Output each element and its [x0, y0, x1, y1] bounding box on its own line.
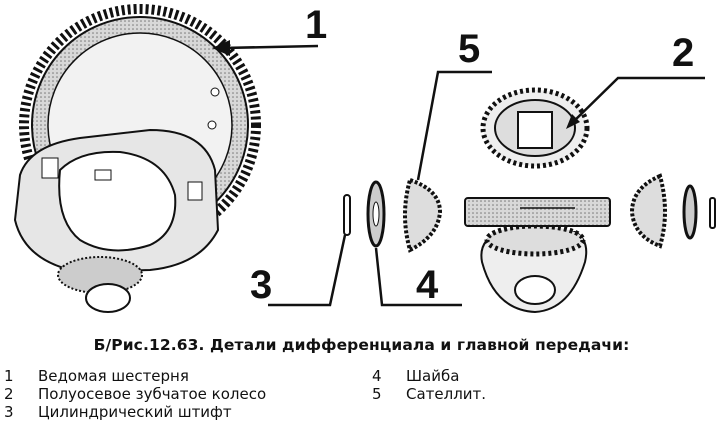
- pin-left: [343, 194, 351, 236]
- callout-5: 5: [458, 27, 480, 71]
- exploded-parts-figure: 1 2 3 4 5: [13, 3, 716, 314]
- legend-number: 1: [4, 367, 14, 385]
- figure-caption: Б/Рис.12.63. Детали дифференциала и глав…: [93, 336, 630, 354]
- legend-item-5: 5 Сателлит.: [372, 385, 486, 403]
- legend-number: 3: [4, 403, 14, 421]
- side-gear-bottom: [480, 223, 588, 314]
- legend-text: Полуосевое зубчатое колесо: [38, 385, 267, 403]
- leader-line-3: [268, 234, 347, 307]
- legend-number: 5: [372, 385, 382, 403]
- legend-item-2: 2 Полуосевое зубчатое колесо: [4, 385, 266, 403]
- callout-1: 1: [305, 3, 327, 47]
- legend-text: Ведомая шестерня: [38, 367, 189, 385]
- legend-item-1: 1 Ведомая шестерня: [4, 367, 189, 385]
- legend-text: Сателлит.: [406, 385, 487, 403]
- legend-text: Шайба: [406, 367, 460, 385]
- arrowhead-1: [212, 40, 230, 56]
- legend-text: Цилиндрический штифт: [38, 403, 232, 421]
- leader-line-1: [221, 44, 319, 50]
- callout-3: 3: [250, 263, 272, 307]
- legend-item-3: 3 Цилиндрический штифт: [4, 403, 232, 421]
- legend-item-4: 4 Шайба: [372, 367, 459, 385]
- leader-line-2: [569, 76, 705, 126]
- pin-right: [709, 197, 716, 229]
- satellite-gear-left: [403, 177, 443, 253]
- leader-line-4: [374, 247, 462, 307]
- satellite-gear-right: [629, 173, 667, 249]
- side-gear-top: [480, 87, 590, 169]
- pinion-shaft: [464, 197, 611, 227]
- legend-number: 2: [4, 385, 14, 403]
- legend-number: 4: [372, 367, 382, 385]
- arrowhead-2: [566, 114, 580, 129]
- washer-right: [682, 184, 698, 240]
- washer-left: [366, 180, 386, 248]
- leader-line-5: [416, 70, 492, 181]
- callout-2: 2: [672, 31, 694, 75]
- callout-4: 4: [416, 263, 439, 307]
- ring-gear-and-housing: [13, 4, 261, 313]
